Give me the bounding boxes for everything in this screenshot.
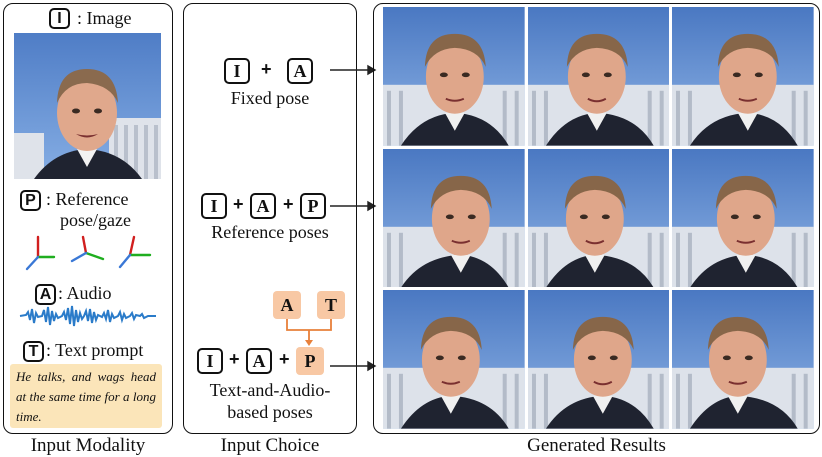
choice-arrows <box>330 64 377 372</box>
input-modality-caption: Input Modality <box>30 435 146 456</box>
input-choice-caption: Input Choice <box>220 435 320 456</box>
input-choice-panel <box>183 3 357 434</box>
generated-frame <box>672 290 814 429</box>
pose-axes-icon <box>25 235 152 271</box>
generated-frame <box>672 148 814 288</box>
input-modality-panel <box>3 3 173 434</box>
audio-waveform-icon <box>19 305 156 327</box>
generated-results-panel <box>373 3 820 434</box>
row1-label: Fixed pose <box>230 88 310 108</box>
audio-key: A <box>35 284 56 305</box>
text-prompt-box: He talks, and wags head at the same time… <box>10 364 162 428</box>
row3-plus-2: + <box>279 349 290 369</box>
row3-image-key: I <box>197 348 223 374</box>
generated-frame <box>527 290 670 429</box>
row1-image-key: I <box>224 58 250 84</box>
text-key: T <box>23 341 44 362</box>
row2-image-key: I <box>201 193 227 219</box>
generated-frame <box>672 7 814 146</box>
row3-source-audio-key: A <box>273 291 301 319</box>
row2-pose-key: P <box>300 193 326 219</box>
row3-label-line2: based poses <box>227 402 313 422</box>
row2-label: Reference poses <box>211 222 329 242</box>
row2-plus-2: + <box>283 194 294 214</box>
image-label: : Image <box>77 8 132 28</box>
generated-frame <box>527 148 670 288</box>
row3-audio-key: A <box>246 348 272 374</box>
row2-audio-key: A <box>250 193 276 219</box>
row1-plus: + <box>261 59 272 79</box>
reference-face-image <box>14 33 161 179</box>
pose-key: P <box>20 190 41 211</box>
generated-results-grid <box>383 7 814 429</box>
generated-frame <box>383 148 525 288</box>
text-prompt-label: : Text prompt <box>46 340 144 360</box>
row3-source-text-key: T <box>317 291 345 319</box>
row3-pose-key: P <box>296 347 324 375</box>
generated-frame <box>527 7 670 146</box>
generated-frame <box>383 7 525 146</box>
pose-label-line2: pose/gaze <box>60 210 131 230</box>
row3-label: Text-and-Audio- <box>209 380 331 400</box>
generated-results-caption: Generated Results <box>527 435 666 456</box>
image-key: I <box>49 8 70 29</box>
source-connector <box>286 319 332 346</box>
generated-frame <box>383 290 525 429</box>
pose-label: : Reference <box>46 189 129 209</box>
row2-plus-1: + <box>233 194 244 214</box>
row3-plus-1: + <box>229 349 240 369</box>
row1-audio-key: A <box>287 58 313 84</box>
audio-label: : Audio <box>58 283 112 303</box>
